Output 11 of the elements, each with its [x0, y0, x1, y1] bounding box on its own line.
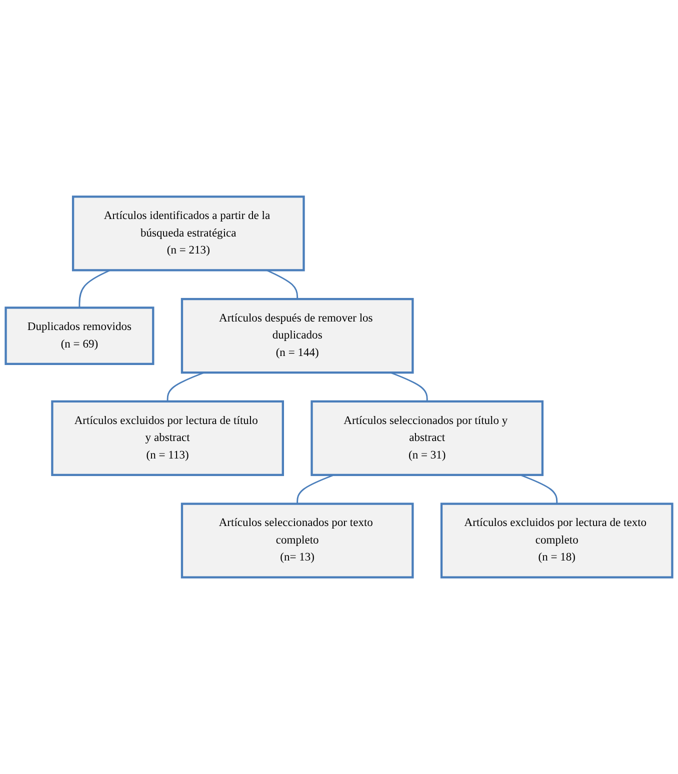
node-box: Artículos excluidos por lectura de título y abstract (n = 113) [51, 400, 284, 476]
node-box: Artículos seleccionados por texto completo (n= 13) [180, 502, 414, 578]
connector [520, 474, 558, 504]
connector [78, 270, 110, 308]
connector [266, 270, 298, 300]
node-box: Artículos después de remover los duplicados (n = 144) [180, 298, 414, 374]
node-box: Duplicados removidos (n = 69) [4, 306, 154, 366]
node-box: Artículos excluidos por lectura de texto completo (n = 18) [440, 502, 674, 578]
node-box: Artículos identificados a partir de la búsqueda estratégica (n = 213) [72, 196, 305, 272]
connector [296, 474, 334, 504]
node-box: Artículos seleccionados por título y abstract (n = 31) [310, 400, 544, 476]
